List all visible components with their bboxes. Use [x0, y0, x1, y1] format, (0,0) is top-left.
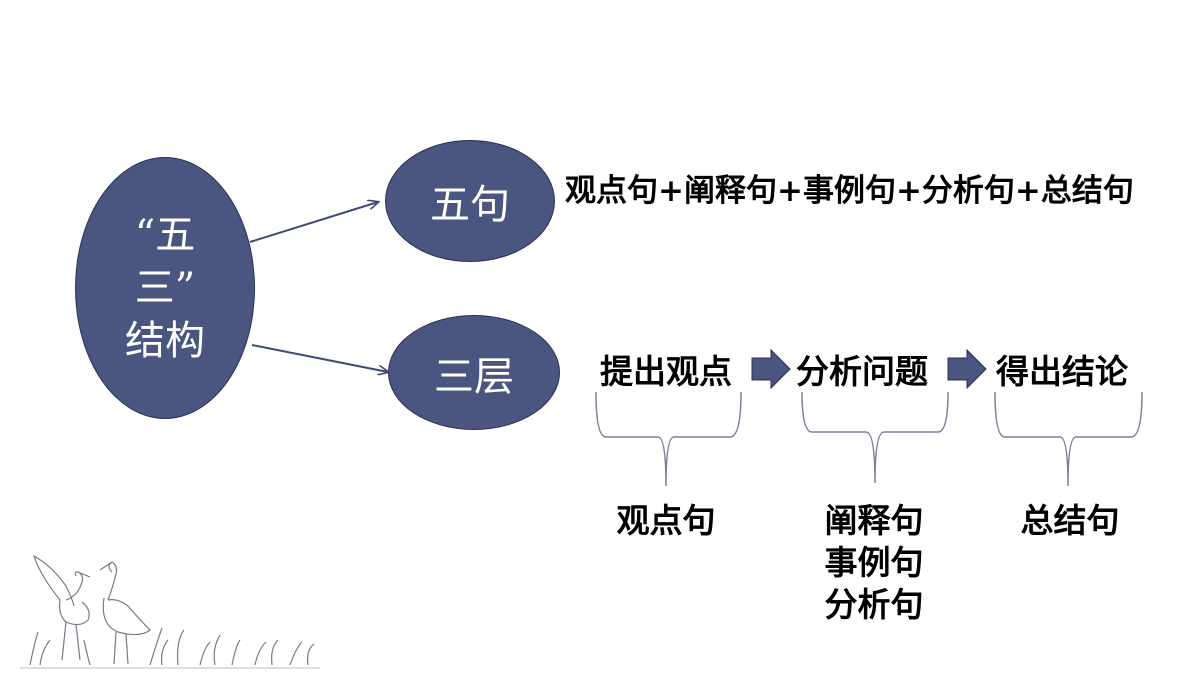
- node-main-line-1: “五: [134, 211, 196, 258]
- group-item: 阐释句: [824, 501, 924, 540]
- group-item: 分析句: [824, 585, 924, 624]
- group-item: 事例句: [824, 543, 924, 582]
- brace-2: [801, 391, 949, 484]
- group-analysis-sentences: 阐释句 事例句 分析句: [806, 500, 942, 626]
- group-conclusion-sentences: 总结句: [1002, 500, 1138, 542]
- node-main-line-3: 结构: [125, 317, 205, 364]
- step-draw-conclusion: 得出结论: [996, 352, 1128, 391]
- node-three-layers-label: 三层: [434, 353, 514, 400]
- group-viewpoint-sentences: 观点句: [600, 500, 732, 542]
- block-arrow-1: [751, 348, 791, 390]
- node-five-sentences: 五句: [385, 140, 555, 262]
- node-main-label: “五 三” 结构: [125, 209, 205, 368]
- node-five-sentences-label: 五句: [430, 182, 510, 228]
- group-item: 总结句: [1020, 501, 1120, 540]
- step-propose-viewpoint: 提出观点: [600, 352, 732, 391]
- block-arrow-2: [947, 348, 987, 390]
- step-analyze-problem: 分析问题: [796, 352, 928, 391]
- node-five-three-structure: “五 三” 结构: [75, 157, 255, 419]
- crane-ink-illustration-icon: [20, 554, 320, 669]
- arrow-to-wuju: [249, 202, 378, 243]
- node-three-layers: 三层: [388, 315, 560, 430]
- brace-3: [994, 391, 1143, 487]
- arrow-to-sanceng: [251, 344, 388, 372]
- five-sentences-formula: 观点句+阐释句+事例句+分析句+总结句: [565, 173, 1134, 209]
- node-main-line-2: 三”: [134, 264, 196, 311]
- group-item: 观点句: [616, 501, 716, 540]
- brace-1: [595, 391, 742, 487]
